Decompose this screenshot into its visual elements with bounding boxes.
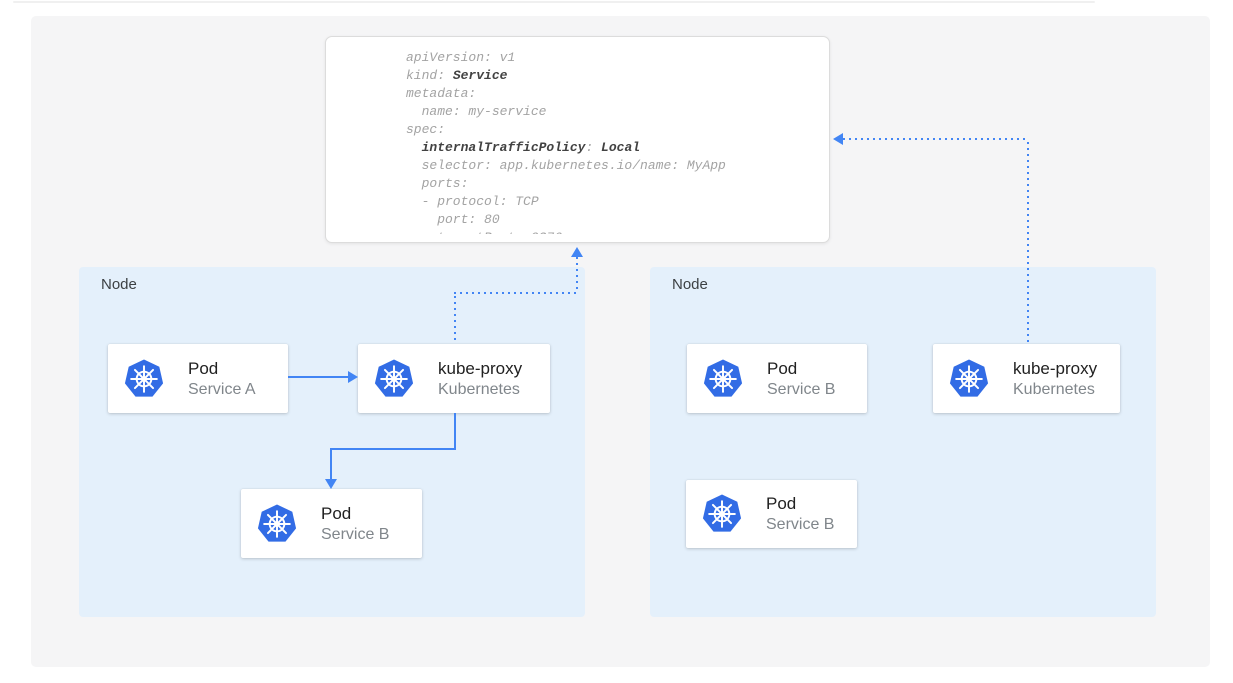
dotted-left-kube-proxy-to-yaml-head [571, 247, 583, 257]
top-divider [13, 1, 1095, 3]
kubernetes-icon [947, 357, 991, 401]
pod-card-service-b-right-2: Pod Service B [686, 480, 857, 548]
kubernetes-icon [255, 502, 299, 546]
dotted-left-kube-proxy-to-yaml-seg1 [454, 296, 456, 344]
card-subtitle: Service B [767, 380, 836, 398]
card-title: Pod [321, 503, 352, 523]
kubernetes-icon [372, 357, 416, 401]
arrow-pod-a-to-kube-proxy-head [348, 371, 358, 383]
node-left: Node [79, 267, 585, 617]
card-title: Pod [766, 494, 797, 513]
kube-proxy-card-left: kube-proxy Kubernetes [358, 344, 550, 413]
card-subtitle: Service B [766, 516, 835, 533]
arrow-kube-proxy-to-pod-b-seg3 [330, 448, 332, 481]
card-subtitle: Service B [321, 525, 390, 543]
dotted-right-kube-proxy-to-yaml-head [833, 133, 843, 145]
kubernetes-icon [700, 492, 744, 536]
card-subtitle: Service A [188, 380, 256, 398]
dotted-left-kube-proxy-to-yaml-seg3 [576, 257, 578, 292]
card-title: kube-proxy [438, 358, 523, 378]
pod-card-service-b-right-1: Pod Service B [687, 344, 867, 413]
card-title: kube-proxy [1013, 358, 1098, 378]
arrow-kube-proxy-to-pod-b-head [325, 479, 337, 489]
dotted-left-kube-proxy-to-yaml-seg2 [454, 292, 578, 294]
card-subtitle: Kubernetes [1013, 380, 1095, 398]
kube-proxy-card-right: kube-proxy Kubernetes [933, 344, 1120, 413]
card-title: Pod [188, 358, 219, 378]
node-right: Node [650, 267, 1156, 617]
kubernetes-icon [122, 357, 166, 401]
arrow-kube-proxy-to-pod-b-seg1 [454, 413, 456, 450]
pod-card-service-a: Pod Service A [108, 344, 288, 413]
kubernetes-icon [701, 357, 745, 401]
dotted-right-kube-proxy-to-yaml-seg2 [843, 138, 1029, 140]
pod-card-service-b-left: Pod Service B [241, 489, 422, 558]
card-subtitle: Kubernetes [438, 380, 520, 398]
arrow-pod-a-to-kube-proxy-line [288, 376, 349, 378]
card-title: Pod [767, 358, 798, 378]
dotted-right-kube-proxy-to-yaml-seg1 [1027, 142, 1029, 344]
node-right-label: Node [672, 276, 708, 293]
arrow-kube-proxy-to-pod-b-seg2 [330, 448, 456, 450]
node-left-label: Node [101, 276, 137, 293]
